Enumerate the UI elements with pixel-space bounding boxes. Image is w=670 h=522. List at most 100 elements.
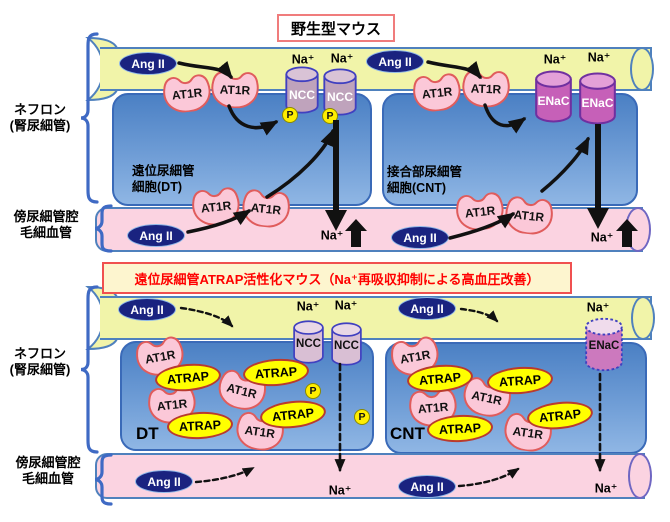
atrap-mouse-title: 遠位尿細管ATRAP活性化マウス（Na⁺再吸収抑制による高血圧改善） bbox=[102, 262, 572, 294]
na-label: Na⁺ bbox=[330, 51, 354, 66]
na-label: Na⁺ bbox=[590, 230, 614, 245]
enac-channel: ENaC bbox=[583, 316, 625, 373]
atrap-label: ATRAP bbox=[418, 369, 462, 388]
atrap-label: ATRAP bbox=[166, 368, 210, 387]
at1r-receptor: AT1R bbox=[460, 68, 511, 108]
at1r-receptor: AT1R bbox=[453, 189, 507, 232]
angii-oval: Ang II bbox=[398, 475, 456, 498]
dt-cell-label-l1: 遠位尿細管 bbox=[132, 164, 195, 178]
p-label: P bbox=[326, 110, 334, 122]
ncc-channel: NCC bbox=[283, 66, 321, 114]
tubule-lumen-bottom-end bbox=[631, 296, 655, 340]
angii-label: Ang II bbox=[403, 230, 437, 245]
atrap-label: ATRAP bbox=[254, 364, 298, 381]
p-label: P bbox=[309, 385, 317, 397]
enac-label: ENaC bbox=[588, 339, 620, 352]
na-label: Na⁺ bbox=[586, 300, 610, 315]
nephron-brace-top bbox=[80, 32, 99, 204]
at1r-receptor: AT1R bbox=[132, 333, 188, 379]
ncc-label: NCC bbox=[327, 89, 353, 104]
phospho-p: P bbox=[322, 108, 338, 124]
enac-channel: ENaC bbox=[576, 72, 619, 125]
nephron-brace-bottom bbox=[80, 285, 99, 454]
cylinder-shape bbox=[285, 66, 319, 114]
at1r-shape bbox=[136, 336, 184, 376]
na-label: Na⁺ bbox=[594, 481, 618, 496]
na-label: Na⁺ bbox=[587, 50, 611, 65]
angii-label: Ang II bbox=[130, 302, 164, 317]
ncc-label: NCC bbox=[289, 87, 315, 102]
angii-oval: Ang II bbox=[118, 298, 176, 321]
angii-oval: Ang II bbox=[366, 50, 424, 73]
capillary-top-end bbox=[625, 207, 651, 252]
atrap-label: ATRAP bbox=[538, 406, 582, 425]
capillary-label-l1: 傍尿細管腔 bbox=[15, 455, 81, 470]
cylinder-shape bbox=[331, 322, 362, 366]
dt-short-label: DT bbox=[136, 424, 159, 443]
enac-channel: ENaC bbox=[532, 70, 575, 123]
angii-label: Ang II bbox=[131, 56, 165, 71]
capillary-label-top: 傍尿細管腔毛細血管 bbox=[2, 209, 90, 242]
at1r-receptor: AT1R bbox=[239, 186, 293, 229]
cylinder-shape bbox=[535, 70, 572, 123]
capillary-label-l2: 毛細血管 bbox=[19, 225, 72, 241]
nephron-label-l2: (腎尿細管) bbox=[9, 362, 71, 378]
nephron-label-top: ネフロン(腎尿細管) bbox=[0, 102, 80, 135]
wild-type-title: 野生型マウス bbox=[277, 14, 395, 42]
at1r-receptor: AT1R bbox=[410, 70, 464, 113]
cylinder-shape bbox=[579, 72, 616, 125]
angii-oval: Ang II bbox=[398, 297, 456, 320]
at1r-receptor: AT1R bbox=[502, 193, 556, 236]
at1r-label: AT1R bbox=[470, 81, 502, 97]
angii-label: Ang II bbox=[410, 301, 444, 316]
cylinder-shape bbox=[293, 320, 324, 364]
dt-cell-label-l2: 細胞(DT) bbox=[132, 180, 182, 195]
capillary-label-l1: 傍尿細管腔 bbox=[13, 209, 79, 224]
at1r-receptor: AT1R bbox=[160, 71, 214, 114]
p-label: P bbox=[286, 109, 294, 121]
angii-label: Ang II bbox=[378, 54, 412, 69]
atrap-label: ATRAP bbox=[498, 372, 542, 389]
na-label: Na⁺ bbox=[296, 299, 320, 314]
angii-label: Ang II bbox=[139, 228, 173, 243]
at1r-shape bbox=[413, 73, 461, 112]
capillary-bottom-end bbox=[628, 453, 652, 499]
p-label: P bbox=[358, 411, 366, 423]
na-label: Na⁺ bbox=[320, 228, 344, 243]
ncc-channel: NCC bbox=[328, 322, 365, 366]
na-label: Na⁺ bbox=[328, 483, 352, 498]
cnt-cell-label-l1: 接合部尿細管 bbox=[387, 165, 463, 179]
at1r-receptor: AT1R bbox=[387, 333, 443, 379]
cnt-cell-label-l2: 細胞(CNT) bbox=[387, 181, 447, 196]
ncc-channel: NCC bbox=[290, 320, 327, 364]
na-label: Na⁺ bbox=[291, 52, 315, 67]
cnt-cell-label: 接合部尿細管細胞(CNT) bbox=[387, 164, 462, 197]
tubule-lumen-top-end bbox=[630, 47, 654, 91]
capillary-label-bottom: 傍尿細管腔毛細血管 bbox=[4, 455, 92, 488]
at1r-shape bbox=[391, 336, 439, 376]
nephron-label-l1: ネフロン bbox=[13, 346, 66, 361]
phospho-p: P bbox=[305, 383, 321, 399]
na-label: Na⁺ bbox=[334, 298, 358, 313]
angii-oval: Ang II bbox=[127, 224, 185, 247]
nephron-label-l1: ネフロン bbox=[13, 102, 66, 117]
at1r-label: AT1R bbox=[219, 82, 251, 98]
angii-label: Ang II bbox=[410, 479, 444, 494]
ncc-label: NCC bbox=[334, 340, 359, 353]
atrap-label: ATRAP bbox=[178, 417, 222, 434]
at1r-receptor: AT1R bbox=[189, 184, 243, 227]
angii-oval: Ang II bbox=[119, 52, 177, 75]
atrap-label: ATRAP bbox=[438, 420, 482, 437]
phospho-p: P bbox=[354, 409, 370, 425]
ncc-label: NCC bbox=[296, 338, 321, 351]
at1r-shape bbox=[163, 74, 211, 113]
atrap-label: ATRAP bbox=[271, 405, 315, 424]
nephron-label-bottom: ネフロン(腎尿細管) bbox=[0, 346, 80, 379]
dt-cell-label: 遠位尿細管細胞(DT) bbox=[132, 163, 195, 196]
capillary-label-l2: 毛細血管 bbox=[21, 471, 74, 487]
tubule-lumen-bottom bbox=[100, 296, 652, 340]
angii-oval: Ang II bbox=[391, 226, 449, 249]
nephron-label-l2: (腎尿細管) bbox=[9, 118, 71, 134]
at1r-receptor: AT1R bbox=[209, 69, 260, 109]
